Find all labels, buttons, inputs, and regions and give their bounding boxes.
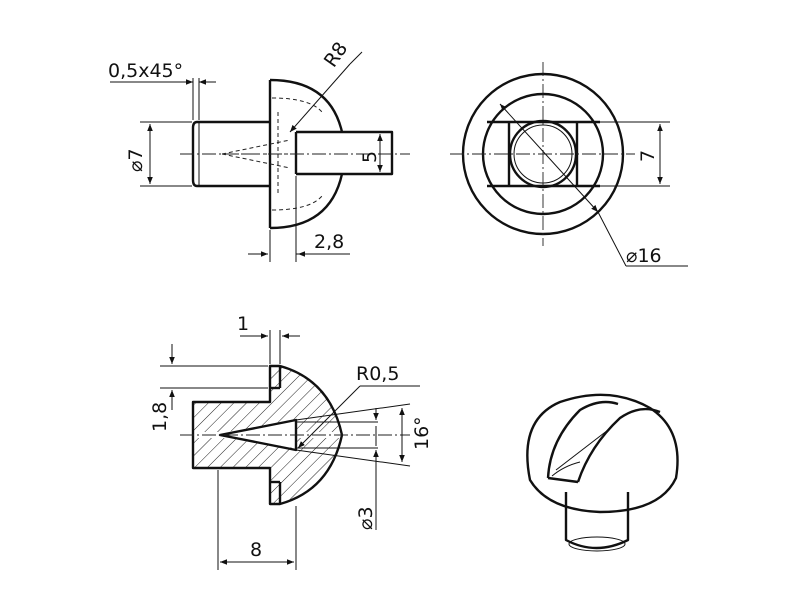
dim-top-width: 7 xyxy=(637,150,659,162)
dim-section-height: 1,8 xyxy=(149,402,171,432)
dim-section-angle: 16° xyxy=(411,416,433,450)
section-view: 1 1,8 R0,5 16° ⌀3 8 xyxy=(149,313,433,570)
dim-slot-width: 5 xyxy=(359,151,381,163)
dim-section-length: 8 xyxy=(250,539,262,561)
isometric-view xyxy=(526,393,679,552)
dim-section-diameter: ⌀3 xyxy=(355,506,377,530)
dim-section-radius: R0,5 xyxy=(356,363,399,385)
dim-slot-offset: 2,8 xyxy=(314,231,344,253)
dim-section-step: 1 xyxy=(237,313,249,335)
dim-top-diameter: ⌀16 xyxy=(626,245,662,267)
top-view: 7 ⌀16 xyxy=(450,62,688,267)
dim-chamfer: 0,5x45° xyxy=(108,60,183,82)
front-view: 0,5x45° R8 ⌀7 5 2,8 xyxy=(108,38,410,262)
dim-diameter-shank: ⌀7 xyxy=(125,148,147,172)
